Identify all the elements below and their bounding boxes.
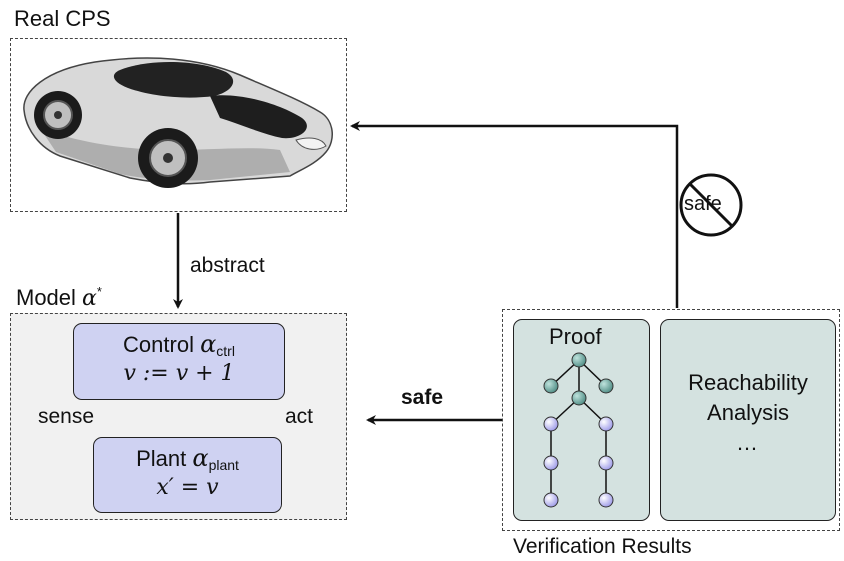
real-cps-title: Real CPS <box>14 6 111 31</box>
control-box: Control αctrl v := v + 1 <box>73 323 285 400</box>
real-cps-frame <box>10 38 347 212</box>
control-symbol: α <box>200 330 217 358</box>
model-title-sup: * <box>96 284 102 299</box>
plant-equation: x′ = v <box>156 475 219 500</box>
control-equation: v := v + 1 <box>123 361 235 386</box>
reachability-line1: Reachability <box>688 370 808 395</box>
reachability-box: Reachability Analysis … <box>660 319 836 521</box>
model-title-text: Model <box>16 285 83 310</box>
reachability-ellipsis: … <box>736 430 760 455</box>
proof-title: Proof <box>549 324 602 349</box>
plant-sub: plant <box>208 457 239 473</box>
plant-box: Plant αplant x′ = v <box>93 437 282 513</box>
control-label: Control <box>123 332 201 357</box>
not-safe-label: safe <box>684 193 722 215</box>
act-label: act <box>285 405 314 428</box>
verification-frame <box>502 309 840 531</box>
control-sub: ctrl <box>216 343 235 359</box>
sense-label: sense <box>38 405 95 428</box>
reachability-line2: Analysis <box>707 400 789 425</box>
abstract-label: abstract <box>190 254 265 277</box>
safe-label: safe <box>401 386 444 409</box>
plant-label: Plant <box>136 446 193 471</box>
model-title-symbol: α <box>82 286 97 311</box>
verification-title: Verification Results <box>513 535 692 558</box>
model-title: Model α* <box>16 284 102 311</box>
proof-box <box>513 319 650 521</box>
plant-symbol: α <box>192 444 209 472</box>
